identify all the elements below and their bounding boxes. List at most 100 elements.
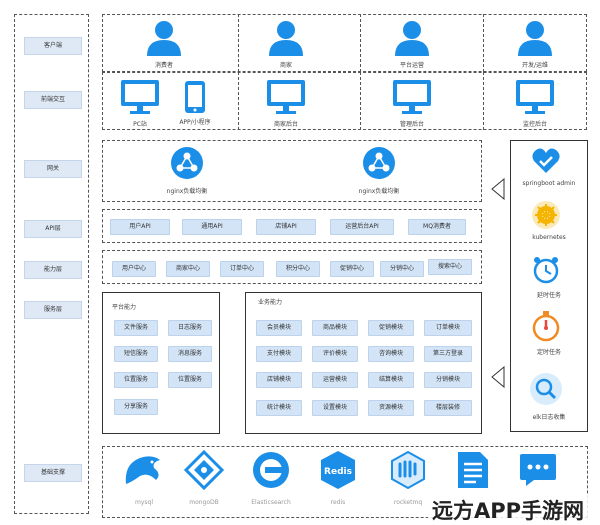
infra-label: rocketmq (393, 499, 423, 506)
platform-chip: 位置服务 (168, 372, 212, 388)
platform-box (102, 292, 220, 434)
mongodb-icon (184, 450, 224, 490)
user-icon (147, 21, 181, 56)
kubernetes-icon (532, 201, 560, 229)
gateway-box (102, 140, 482, 202)
frontend-label: 监控后台 (522, 121, 547, 128)
springboot-admin-icon (532, 148, 560, 173)
capability-chip: 商家中心 (166, 261, 210, 277)
capability-chip: 订单中心 (220, 261, 264, 277)
api-row (102, 209, 482, 243)
layer-label-client: 客户端 (24, 37, 82, 55)
capability-chip: 用户中心 (112, 261, 156, 277)
capability-chip: 搜索中心 (428, 259, 472, 275)
infra-label: Elasticsearch (251, 499, 291, 506)
alarm-clock-icon (533, 257, 559, 284)
layer-label-infra: 基础支撑 (24, 464, 82, 482)
ops-label: springboot admin (522, 180, 576, 187)
layer-label-gateway: 网关 (24, 160, 82, 178)
business-chip: 评价模块 (312, 346, 358, 362)
business-chip: 支付模块 (256, 346, 302, 362)
business-chip: 商品模块 (312, 320, 358, 336)
client-label: 开发/运维 (521, 62, 549, 69)
load-balancer-icon (363, 147, 395, 179)
user-icon (269, 21, 303, 56)
api-chip: MQ消费者 (408, 219, 466, 235)
monitor-icon (267, 80, 305, 114)
ops-label: kubernetes (532, 234, 566, 241)
user-icon (395, 21, 429, 56)
business-chip: 订单模块 (424, 320, 472, 336)
gateway-label: nginx负载均衡 (166, 188, 208, 195)
client-row (102, 14, 587, 72)
capability-chip: 促销中心 (330, 261, 374, 277)
layer-label-frontend: 前端交互 (24, 91, 82, 109)
platform-chip: 消息服务 (168, 346, 212, 362)
log-search-icon (530, 373, 562, 405)
divider (360, 14, 361, 72)
frontend-label: PC站 (133, 121, 147, 128)
infra-row (102, 446, 588, 518)
api-chip: 用户API (110, 219, 170, 235)
infra-label: mongoDB (189, 499, 219, 506)
chat-icon (520, 454, 556, 486)
api-chip: 通用API (182, 219, 242, 235)
monitor-icon (516, 80, 554, 114)
business-chip: 资源模块 (368, 400, 414, 416)
divider (483, 14, 484, 72)
ops-label: 延时任务 (536, 292, 561, 299)
ops-panel (510, 140, 588, 432)
business-chip: 结算模块 (368, 372, 414, 388)
arrow-left-icon (491, 178, 505, 200)
infra-label: redis (330, 499, 346, 506)
frontend-label: 商家后台 (273, 121, 298, 128)
layer-label-api: API层 (24, 220, 82, 238)
gateway-label: nginx负载均衡 (358, 188, 400, 195)
business-chip: 设置模块 (312, 400, 358, 416)
business-chip: 统计模块 (256, 400, 302, 416)
platform-chip: 日志服务 (168, 320, 212, 336)
frontend-row (102, 72, 587, 130)
platform-chip: 短信服务 (114, 346, 158, 362)
monitor-icon (393, 80, 431, 114)
business-chip: 楼层装修 (424, 400, 472, 416)
business-title: 业务能力 (258, 299, 283, 306)
business-chip: 运营模块 (312, 372, 358, 388)
stopwatch-icon (532, 311, 560, 342)
business-chip: 促销模块 (368, 320, 414, 336)
frontend-label: APP/小程序 (179, 119, 211, 126)
capability-chip: 积分中心 (276, 261, 320, 277)
frontend-label: 管理后台 (399, 121, 424, 128)
document-icon (458, 452, 488, 488)
business-chip: 店铺模块 (256, 372, 302, 388)
redis-icon: Redis (321, 451, 355, 489)
divider (360, 72, 361, 130)
platform-chip: 位置服务 (114, 372, 158, 388)
watermark-bg (428, 494, 598, 522)
monitor-icon (121, 80, 159, 114)
phone-icon (185, 81, 205, 113)
rocketmq-icon (391, 450, 425, 490)
platform-title: 平台能力 (112, 304, 137, 311)
layer-column (14, 14, 89, 514)
platform-chip: 文件服务 (114, 320, 158, 336)
client-label: 商家 (279, 62, 292, 69)
svg-text:Redis: Redis (324, 467, 352, 477)
api-chip: 店铺API (256, 219, 316, 235)
load-balancer-icon (171, 147, 203, 179)
business-chip: 咨询模块 (368, 346, 414, 362)
divider (238, 72, 239, 130)
divider (238, 14, 239, 72)
infra-label: mysql (135, 499, 153, 506)
arrow-left-icon (491, 366, 505, 388)
client-label: 平台运营 (399, 62, 424, 69)
api-chip: 运营后台API (330, 219, 394, 235)
layer-label-service: 服务层 (24, 301, 82, 319)
layer-label-capability: 能力层 (24, 261, 82, 279)
elasticsearch-icon (253, 452, 289, 488)
ops-label: 定时任务 (536, 349, 561, 356)
client-label: 消费者 (154, 62, 173, 69)
user-icon (518, 21, 552, 56)
business-chip: 分销模块 (424, 372, 472, 388)
business-chip: 第三方登录 (424, 346, 472, 362)
